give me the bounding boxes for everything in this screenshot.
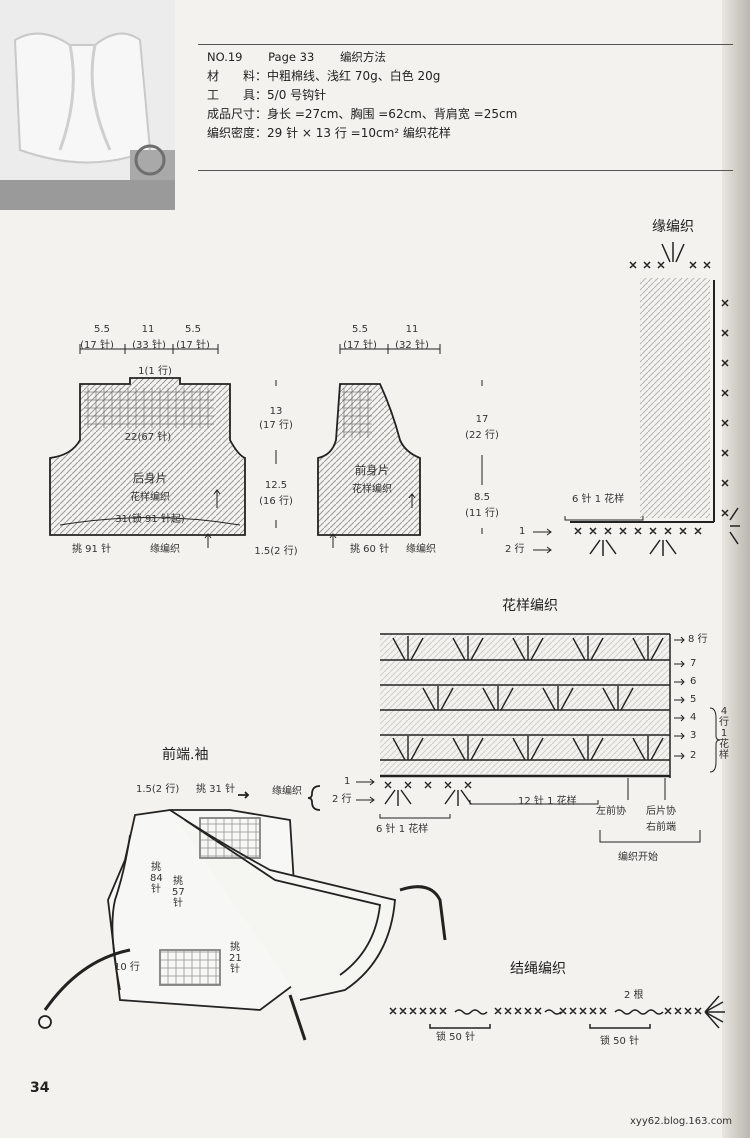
chart-repeat-label: 4 行 1 花样 [719,706,729,761]
chart-start-label: 编织开始 [618,852,658,863]
armhole-rows: (17 行) [259,420,293,431]
sleeve-pick21: 挑 21 针 [229,942,242,975]
method-title: 编织方法 [339,50,386,64]
material-label: 材 料： [207,69,268,83]
pattern-chart-title: 花样编织 [502,598,558,614]
front-piece-name: 前身片 [354,463,390,477]
armhole-dim: 13 [269,406,283,417]
cord-chain-b: 锁 50 针 [600,1036,640,1047]
back-piece-name: 后身片 [132,471,168,485]
back-w1: 5.5 [94,324,110,335]
chart-border-label: 缘编织 [272,786,302,797]
page-number: 34 [30,1080,50,1096]
chart-row-3: 3 [690,730,697,741]
chart-row-4: 4 [690,712,697,723]
chart-back-side: 后片协 [646,806,676,817]
chart-row-8: 8 行 [688,634,708,645]
header-rule-top [198,44,733,45]
front-top-rows: (22 行) [465,430,499,441]
body-rows: (16 行) [259,496,293,507]
front-bottom-dim: 8.5 [474,492,490,503]
front-bottom-rows: (11 行) [465,508,499,519]
cord-chart [389,995,725,1029]
front-pick-label: 挑 60 针 [350,544,390,555]
size-label: 成品尺寸： [207,107,268,121]
header-rule-bottom [198,170,733,171]
sleeve-pick57: 挑 57 针 [172,876,185,909]
back-neck-label: 1(1 行) [138,366,172,377]
front-top-dim: 17 [475,414,489,425]
chart-row-7: 7 [690,658,697,669]
gauge-value: 29 针 × 13 行 =10cm² 编织花样 [267,126,451,140]
size-value: 身长 =27cm、胸围 =62cm、背肩宽 =25cm [267,107,518,121]
pattern-number: NO.19 [207,50,243,64]
sleeve-rows10: 10 行 [114,962,140,973]
page-reference: Page 33 [268,50,315,64]
sleeve-pick31: 挑 31 针 [196,784,236,795]
chart-border-row1: 1 [344,776,351,787]
pattern-chart [356,633,721,843]
edge-repeat-label: 6 针 1 花样 [572,494,625,505]
chart-row-2: 2 [690,750,697,761]
vest-photo [0,0,175,210]
chart-border-row2: 2 行 [332,794,352,805]
front-w1: 5.5 [352,324,368,335]
front-border-label: 缘编织 [406,544,436,555]
back-base-label: 31(锁 91 针起) [115,514,185,525]
cord-title: 结绳编织 [510,961,566,977]
watermark-url: xyy62.blog.163.com [630,1116,733,1127]
cord-count: 2 根 [624,990,644,1001]
edge-title: 缘编织 [652,219,694,235]
sleeve-hem-label: 1.5(2 行) [136,784,180,795]
chart-repeat-12: 12 针 1 花样 [518,796,577,807]
back-chest-label: 22(67 针) [124,432,172,443]
chart-right-front: 右前端 [646,822,676,833]
back-pattern-label: 花样编织 [130,492,170,503]
sleeve-title: 前端.袖 [162,747,209,763]
back-w2: 11 [141,324,155,335]
back-w3-stitches: (17 针) [176,340,210,351]
edge-row2-label: 2 行 [505,544,525,555]
chart-row-5: 5 [690,694,697,705]
back-w3: 5.5 [185,324,201,335]
chart-row-6: 6 [690,676,697,687]
edge-chart [533,242,740,556]
front-w2: 11 [405,324,419,335]
gauge-label: 编织密度： [207,126,268,140]
front-piece [317,344,441,548]
back-w1-stitches: (17 针) [80,340,114,351]
sleeve-drawing [38,785,447,1041]
sleeve-pick84: 挑 84 针 [150,862,163,895]
book-spine [722,0,750,1138]
front-w1-stitches: (17 针) [343,340,377,351]
tool-value: 5/0 号钩针 [267,88,327,102]
edge-row1-label: 1 [519,526,526,537]
body-dim: 12.5 [264,480,288,491]
back-pick-label: 挑 91 针 [72,544,112,555]
chart-left-front: 左前协 [596,806,626,817]
back-border-label: 缘编织 [150,544,180,555]
front-w2-stitches: (32 针) [395,340,429,351]
front-pattern-label: 花样编织 [352,484,392,495]
hem-dim: 1.5(2 行) [254,546,298,557]
back-piece [49,344,246,548]
chart-repeat-6: 6 针 1 花样 [376,824,429,835]
tool-label: 工 具： [207,88,268,102]
back-w2-stitches: (33 针) [132,340,166,351]
cord-chain-a: 锁 50 针 [436,1032,476,1043]
material-value: 中粗棉线、浅红 70g、白色 20g [267,69,441,83]
pattern-info: NO.19 Page 33 编织方法 材 料：中粗棉线、浅红 70g、白色 20… [207,48,517,143]
